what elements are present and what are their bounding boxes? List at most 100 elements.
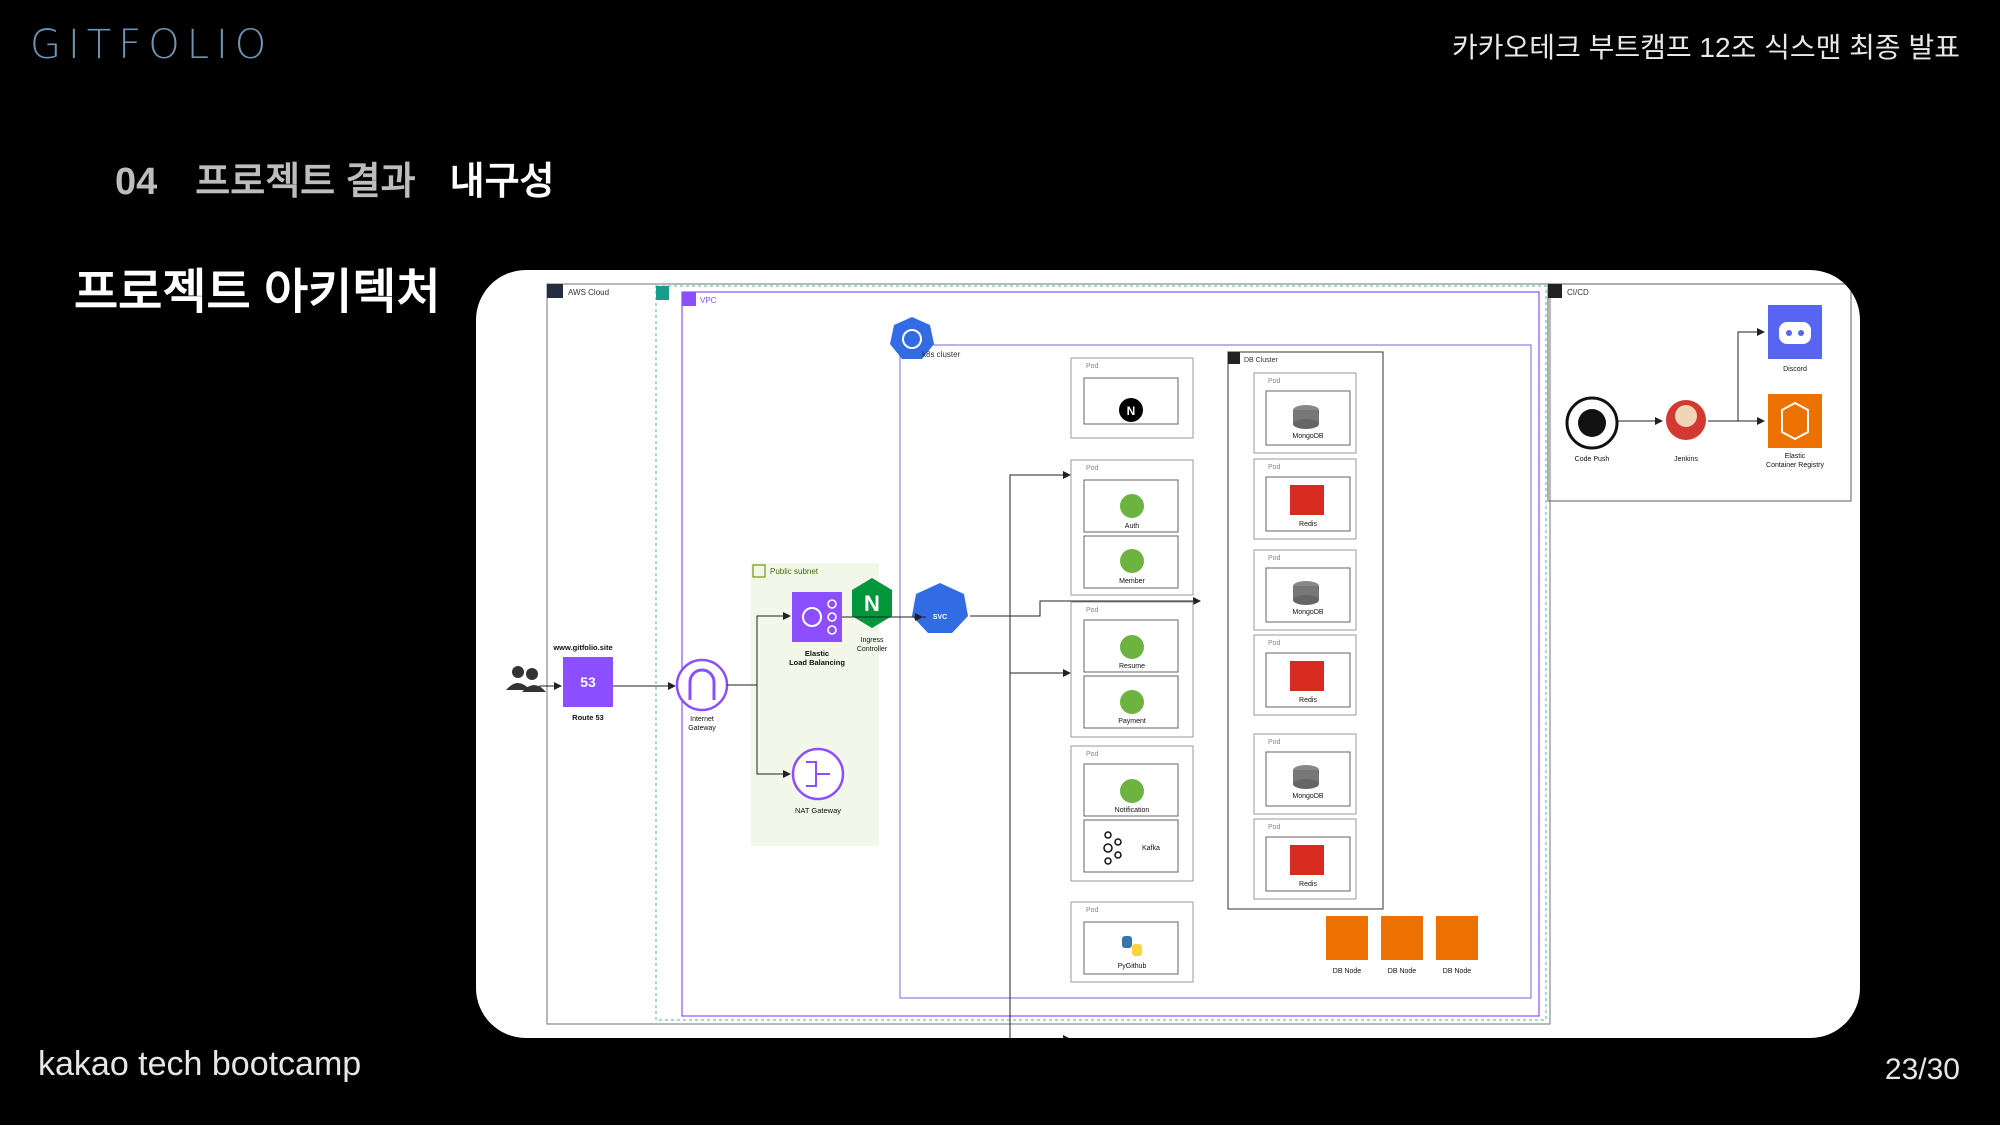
spring-icon bbox=[1120, 779, 1144, 803]
ingress-label-1: Ingress bbox=[861, 637, 884, 644]
svg-text:Notification: Notification bbox=[1115, 807, 1150, 814]
nginx-ingress-icon bbox=[852, 578, 892, 628]
aws-cloud-icon bbox=[547, 284, 563, 298]
elb-label-2: Load Balancing bbox=[789, 658, 845, 667]
db-pod-mongodb-2: Pod MongoDB bbox=[1253, 549, 1357, 631]
svg-text:Pod: Pod bbox=[1268, 555, 1281, 562]
vpc-group bbox=[681, 291, 1540, 1017]
internet-gateway-icon bbox=[675, 658, 729, 712]
architecture-diagram: AWS Cloud VPC k8s cluster Public subnet … bbox=[506, 283, 1852, 1038]
python-icon bbox=[1122, 936, 1132, 948]
slide-title: 프로젝트 아키텍처 bbox=[74, 266, 441, 319]
vpc-icon bbox=[682, 292, 696, 306]
svg-text:DB Node: DB Node bbox=[1333, 968, 1362, 975]
cicd-group bbox=[1547, 283, 1852, 502]
footer-org: kakao tech bootcamp bbox=[38, 1045, 362, 1083]
event-title: 카카오테크 부트캠프 12조 식스맨 최종 발표 bbox=[1452, 32, 1960, 63]
svg-text:Pod: Pod bbox=[1268, 464, 1281, 471]
nextjs-icon bbox=[1119, 398, 1143, 422]
redis-icon bbox=[1290, 485, 1324, 515]
kubernetes-wheel-icon bbox=[902, 329, 922, 349]
pod-resume-payment: Pod Resume Payment bbox=[1070, 601, 1194, 738]
svg-text:DB Node: DB Node bbox=[1443, 968, 1472, 975]
redis-icon bbox=[1290, 661, 1324, 691]
db-node-1: DB Node bbox=[1326, 916, 1368, 975]
svg-text:Payment: Payment bbox=[1118, 718, 1146, 725]
ecr-label-1: Elastic bbox=[1785, 453, 1806, 460]
svg-text:Pod: Pod bbox=[1086, 465, 1099, 472]
db-pod-mongodb-3: Pod MongoDB bbox=[1253, 733, 1357, 815]
k8s-cluster-label: k8s cluster bbox=[922, 350, 961, 359]
gitfolio-logo: GITFOLIO bbox=[30, 22, 274, 68]
page-number: 23/30 bbox=[1884, 1053, 1960, 1086]
svg-text:Pod: Pod bbox=[1086, 751, 1099, 758]
users-icon bbox=[506, 666, 546, 692]
pod-pygithub: Pod PyGithub bbox=[1070, 901, 1194, 983]
svg-text:PyGithub: PyGithub bbox=[1118, 963, 1147, 970]
svc-label: SVC bbox=[933, 614, 947, 621]
svg-text:Pod: Pod bbox=[1268, 824, 1281, 831]
db-cluster-group bbox=[1227, 351, 1384, 910]
region-group bbox=[655, 285, 1547, 1021]
svg-text:Pod: Pod bbox=[1086, 607, 1099, 614]
db-pod-redis-3: Pod Redis bbox=[1253, 818, 1357, 900]
region-flag-icon bbox=[656, 286, 669, 300]
db-node-3: DB Node bbox=[1436, 916, 1478, 975]
spring-icon bbox=[1120, 549, 1144, 573]
domain-label: www.gitfolio.site bbox=[552, 643, 612, 652]
internet-gateway-label-1: Internet bbox=[690, 716, 714, 723]
aws-cloud-label: AWS Cloud bbox=[568, 288, 609, 297]
svg-text:MongoDB: MongoDB bbox=[1292, 609, 1323, 616]
svg-text:Pod: Pod bbox=[1268, 640, 1281, 647]
pod-auth-member: Pod Auth Member bbox=[1070, 459, 1194, 596]
svg-text:Auth: Auth bbox=[1125, 523, 1140, 530]
svg-text:DB Node: DB Node bbox=[1388, 968, 1417, 975]
svc-icon bbox=[912, 583, 968, 633]
section-name: 프로젝트 결과 bbox=[195, 161, 416, 203]
db-pod-redis-2: Pod Redis bbox=[1253, 634, 1357, 716]
jenkins-label: Jenkins bbox=[1674, 456, 1698, 463]
svg-text:N: N bbox=[864, 591, 880, 616]
redis-icon bbox=[1290, 845, 1324, 875]
elb-icon bbox=[792, 592, 842, 642]
svg-text:MongoDB: MongoDB bbox=[1292, 433, 1323, 440]
svg-text:Kafka: Kafka bbox=[1142, 845, 1160, 852]
svg-text:53: 53 bbox=[580, 674, 596, 690]
internet-gateway-label-2: Gateway bbox=[688, 725, 716, 732]
ec2-icon bbox=[1436, 916, 1478, 960]
spring-icon bbox=[1120, 690, 1144, 714]
route53-label: Route 53 bbox=[572, 713, 604, 722]
svg-text:N: N bbox=[1127, 404, 1136, 418]
cicd-label: CI/CD bbox=[1567, 288, 1589, 297]
nat-gateway-label: NAT Gateway bbox=[795, 806, 841, 815]
section-number: 04 bbox=[115, 161, 158, 203]
lock-icon bbox=[752, 564, 766, 578]
svg-text:Member: Member bbox=[1119, 578, 1145, 585]
k8s-cluster-group bbox=[899, 344, 1532, 999]
db-pod-mongodb-1: Pod MongoDB bbox=[1253, 372, 1357, 454]
svg-text:Redis: Redis bbox=[1299, 697, 1317, 704]
db-pod-redis-1: Pod Redis bbox=[1253, 458, 1357, 540]
svg-text:Pod: Pod bbox=[1086, 907, 1099, 914]
svg-text:Redis: Redis bbox=[1299, 521, 1317, 528]
spring-icon bbox=[1120, 494, 1144, 518]
pod-frontend: Pod N bbox=[1070, 357, 1194, 439]
section-breadcrumb: 04 프로젝트 결과 내구성 bbox=[115, 150, 555, 205]
ecr-label-2: Container Registry bbox=[1766, 462, 1824, 469]
ec2-icon bbox=[1326, 916, 1368, 960]
pod-notification-kafka: Pod Notification Kafka bbox=[1070, 745, 1194, 882]
vpc-label: VPC bbox=[700, 296, 717, 305]
section-current: 내구성 bbox=[449, 161, 555, 203]
svg-text:Pod: Pod bbox=[1268, 739, 1281, 746]
spring-icon bbox=[1120, 635, 1144, 659]
db-cluster-label: DB Cluster bbox=[1244, 357, 1279, 364]
code-push-label: Code Push bbox=[1575, 456, 1610, 463]
ingress-label-2: Controller bbox=[857, 646, 888, 653]
svg-text:MongoDB: MongoDB bbox=[1292, 793, 1323, 800]
kafka-icon bbox=[1103, 831, 1122, 865]
svg-text:Resume: Resume bbox=[1119, 663, 1145, 670]
aws-cloud-group bbox=[546, 283, 1551, 1025]
discord-label: Discord bbox=[1783, 366, 1807, 373]
public-subnet-label: Public subnet bbox=[770, 567, 819, 576]
route53-icon bbox=[563, 657, 613, 707]
